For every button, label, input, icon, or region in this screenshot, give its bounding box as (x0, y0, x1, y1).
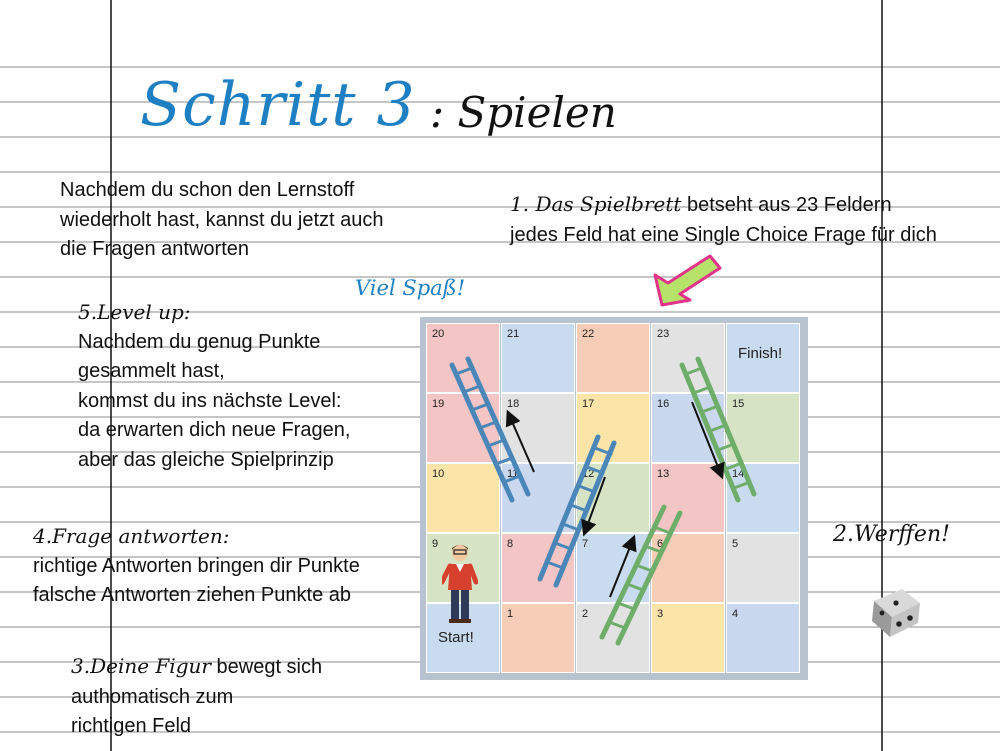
cell-number: 16 (657, 398, 670, 410)
board-cell: 16 (651, 393, 725, 463)
cell-number: 1 (507, 608, 514, 620)
step-4-text: 4.Frage antworten: richtige Antworten br… (33, 522, 360, 611)
step-1-heading: 1. Das Spielbrett (510, 192, 682, 216)
step-1-line-1: betseht aus 23 Feldern (681, 194, 892, 216)
board-cell: 11 (501, 463, 575, 533)
board-cell: 17 (576, 393, 650, 463)
board-cell: 22 (576, 323, 650, 393)
intro-line: wiederholt hast, kannst du jetzt auch (60, 208, 384, 231)
fun-note: Viel Spaß! (355, 276, 466, 300)
step-3-line: authomatisch zum (71, 685, 234, 708)
cell-number: 21 (507, 328, 520, 340)
intro-line: die Fragen antworten (60, 238, 250, 260)
board-cell: 12 (576, 463, 650, 533)
board-cell: 10 (426, 463, 500, 533)
cell-number: 23 (657, 328, 670, 340)
cell-number: 17 (582, 398, 595, 410)
finish-label: Finish! (738, 345, 783, 362)
step-1-text: 1. Das Spielbrett betseht aus 23 Feldern… (510, 190, 937, 250)
board-cell: 13 (651, 463, 725, 533)
step-5-heading: 5.Level up: (78, 300, 191, 324)
cell-number: 13 (657, 468, 670, 480)
board-cell: 5 (726, 533, 800, 603)
cell-number: 10 (432, 468, 445, 480)
cell-number: 9 (432, 538, 439, 550)
cell-number: 11 (507, 468, 519, 480)
cell-number: 8 (507, 538, 514, 550)
cell-number: 22 (582, 328, 595, 340)
step-3-text: 3.Deine Figur bewegt sich authomatisch z… (71, 652, 322, 742)
cell-number: 5 (732, 538, 739, 550)
board-cell: 1 (501, 603, 575, 673)
board-cell: 6 (651, 533, 725, 603)
player-figure-icon (442, 545, 478, 623)
cell-number: 18 (507, 398, 520, 410)
cell-number: 3 (657, 608, 664, 620)
cell-number: 6 (657, 538, 664, 550)
step-3-line: richtigen Feld (71, 715, 192, 737)
cell-number: 2 (582, 608, 589, 620)
step-5-text: 5.Level up: Nachdem du genug Punkte gesa… (78, 298, 350, 475)
board-cell: 8 (501, 533, 575, 603)
step-3-line-1: bewegt sich (210, 656, 323, 678)
step-3-heading: 3.Deine Figur (71, 654, 211, 678)
board-cell: 19 (426, 393, 500, 463)
dice-icon[interactable] (868, 583, 924, 639)
board-cell: 18 (501, 393, 575, 463)
board-cell: 14 (726, 463, 800, 533)
cell-number: 20 (432, 328, 445, 340)
intro-text: Nachdem du schon den Lernstoff wiederhol… (60, 176, 384, 265)
intro-line: Nachdem du schon den Lernstoff (60, 179, 355, 201)
cell-number: 19 (432, 398, 445, 410)
cell-number: 12 (582, 468, 595, 480)
step-5-line: Nachdem du genug Punkte (78, 330, 321, 353)
step-5-line: da erwarten dich neue Fragen, (78, 419, 351, 441)
page-subtitle: : Spielen (430, 88, 617, 137)
board-cell: 15 (726, 393, 800, 463)
board-cell: 3 (651, 603, 725, 673)
board-cell: 7 (576, 533, 650, 603)
cell-number: 4 (732, 608, 739, 620)
board-cell: 4 (726, 603, 800, 673)
cell-number: 14 (732, 468, 745, 480)
board-cell: 2 (576, 603, 650, 673)
step-4-line: falsche Antworten ziehen Punkte ab (33, 584, 351, 606)
board-cell: 20 (426, 323, 500, 393)
step-2-text: 2.Werffen! (833, 522, 950, 547)
step-5-line: kommst du ins nächste Level: (78, 389, 342, 412)
step-5-line: gesammelt hast, (78, 360, 225, 382)
step-4-heading: 4.Frage antworten: (33, 524, 230, 548)
start-label: Start! (438, 629, 474, 646)
cell-number: 15 (732, 398, 745, 410)
board-cell: 21 (501, 323, 575, 393)
cell-number: 7 (582, 538, 589, 550)
page-title: Schritt 3 (140, 70, 416, 140)
step-5-line: aber das gleiche Spielprinzip (78, 448, 334, 471)
step-4-line: richtige Antworten bringen dir Punkte (33, 554, 360, 577)
step-1-line-2: jedes Feld hat eine Single Choice Frage … (510, 223, 937, 246)
board-cell: 23 (651, 323, 725, 393)
